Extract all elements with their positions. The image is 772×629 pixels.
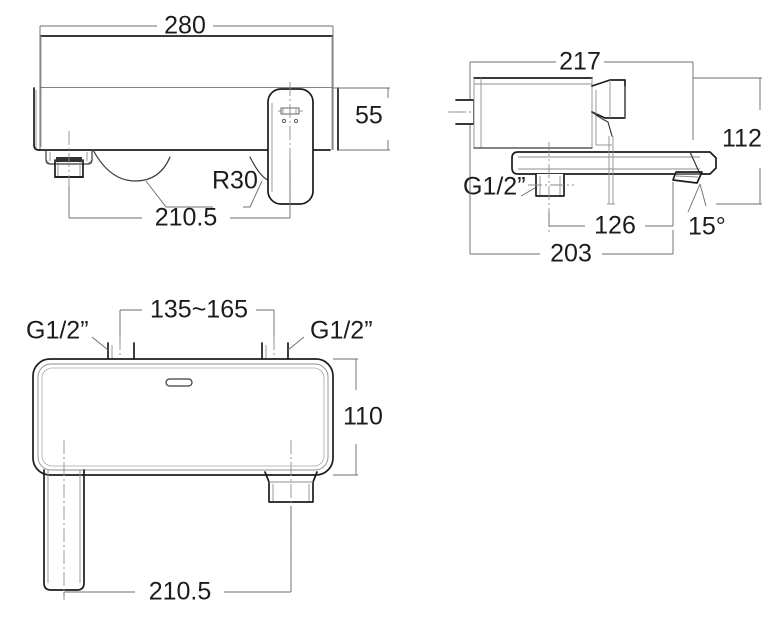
dimension-label-15deg: 15° <box>688 213 726 241</box>
dimension-height-112: 112 <box>693 77 762 205</box>
view-side-elevation: 217 <box>448 48 762 268</box>
dimension-body-depth-110: 110 <box>333 358 383 476</box>
dimension-label-203: 203 <box>550 240 592 268</box>
dimension-label-217: 217 <box>559 48 601 76</box>
dimension-label-g12-side: G1/2” <box>463 173 526 201</box>
spout-plan <box>43 440 85 600</box>
dimension-centres-210-5-plan: 210.5 <box>63 506 292 606</box>
body-slot-indicator <box>165 378 193 387</box>
dimension-label-r30: R30 <box>212 167 258 195</box>
dimension-label-280: 280 <box>164 12 206 40</box>
dimension-label-210-5-plan: 210.5 <box>149 578 212 606</box>
dimension-centres-210-5: 210.5 <box>68 160 291 232</box>
dimension-label-126: 126 <box>594 212 636 240</box>
dimension-right-inlet-thread-plan: G1/2” <box>287 317 373 351</box>
dimension-spout-126: 126 <box>548 182 674 240</box>
view-front-elevation: 280 <box>33 12 390 232</box>
mixer-body-plan <box>32 358 334 476</box>
dimension-label-210-5-front: 210.5 <box>155 204 218 232</box>
dimension-spout-angle-15: 15° <box>687 183 726 241</box>
dimension-label-g12-right: G1/2” <box>310 317 373 345</box>
dimension-label-112: 112 <box>722 125 762 153</box>
dimension-projection-217: 217 <box>469 48 694 186</box>
internal-riser-lines <box>607 136 615 205</box>
dimension-left-inlet-thread-plan: G1/2” <box>26 317 109 351</box>
dimension-label-g12-left: G1/2” <box>26 317 89 345</box>
dimension-label-135-165: 135~165 <box>150 296 248 324</box>
dimension-label-55: 55 <box>355 102 383 130</box>
control-handle-front <box>267 82 314 212</box>
dimension-body-height-55: 55 <box>332 87 390 151</box>
dimension-label-110: 110 <box>343 403 383 431</box>
dimension-depth-203: 203 <box>469 186 674 268</box>
view-bottom-plan: 135~165 G1/2” G1/2” <box>26 296 383 606</box>
dimension-inlet-centres-135-165: 135~165 <box>119 296 275 352</box>
mixer-body-side <box>473 77 593 149</box>
dimension-inlet-thread-side: G1/2” <box>463 173 536 201</box>
dimension-radius-r30: R30 <box>145 167 263 208</box>
